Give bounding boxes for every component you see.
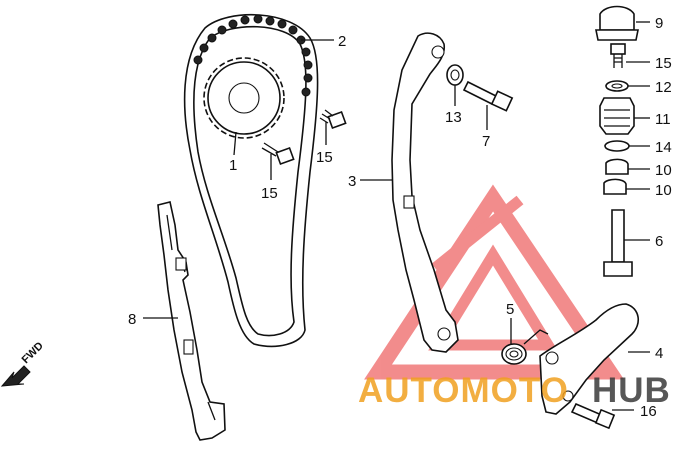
callout-15-top: 15	[655, 55, 672, 72]
tensioner-lock-nut	[599, 97, 635, 135]
watermark-triangle-inner	[428, 244, 558, 351]
callout-11: 11	[655, 111, 671, 128]
tensioner-collar-lower	[603, 178, 627, 195]
callout-7: 7	[482, 133, 490, 150]
tensioner-cap	[595, 5, 639, 41]
callout-labels: 1 2 3 4 5 6 7 8 9 10 10 11 12 13 14 15 1…	[128, 15, 672, 420]
forward-direction-arrow: FWD	[0, 340, 46, 387]
tensioner-wedge	[539, 303, 639, 415]
callout-14: 14	[655, 139, 672, 156]
tensioner-push-rod	[603, 209, 633, 277]
tensioner-washer	[605, 80, 629, 92]
watermark-text-orange: AUTOMOTO	[358, 371, 569, 410]
tensioner-spring	[501, 329, 549, 365]
watermark-text-dark: HUB	[592, 371, 671, 410]
callout-9: 9	[655, 15, 663, 32]
callout-4: 4	[655, 345, 663, 362]
tensioner-arm	[391, 32, 459, 353]
callout-16: 16	[640, 403, 657, 420]
callout-3: 3	[348, 173, 356, 190]
sprocket-bolt-right	[319, 109, 347, 130]
forward-arrow-icon	[0, 365, 31, 387]
callout-10-upper: 10	[655, 162, 672, 179]
callout-2: 2	[338, 33, 346, 50]
tensioner-o-ring	[604, 140, 630, 152]
chain-guide	[157, 201, 226, 441]
chain-links-top	[193, 14, 313, 97]
callout-1: 1	[229, 157, 237, 174]
callout-13: 13	[445, 109, 462, 126]
pivot-washer	[446, 64, 464, 86]
callout-12: 12	[655, 79, 672, 96]
callout-15-right: 15	[316, 149, 333, 166]
forward-label: FWD	[20, 340, 46, 366]
callout-5: 5	[506, 301, 514, 318]
callout-6: 6	[655, 233, 663, 250]
watermark-text: AUTOMOTO HUB	[358, 371, 671, 410]
watermark-triangle-stroke	[431, 195, 524, 273]
callout-15-left: 15	[261, 185, 278, 202]
cam-sprocket	[203, 57, 285, 139]
callout-10-lower: 10	[655, 182, 672, 199]
pivot-bolt	[462, 80, 514, 112]
tensioner-small-bolt	[610, 43, 626, 68]
sprocket-bolt-left	[261, 142, 295, 166]
wedge-bolt	[570, 402, 616, 430]
callout-8: 8	[128, 311, 136, 328]
tensioner-collar-upper	[605, 158, 629, 175]
leader-lines	[143, 21, 650, 411]
